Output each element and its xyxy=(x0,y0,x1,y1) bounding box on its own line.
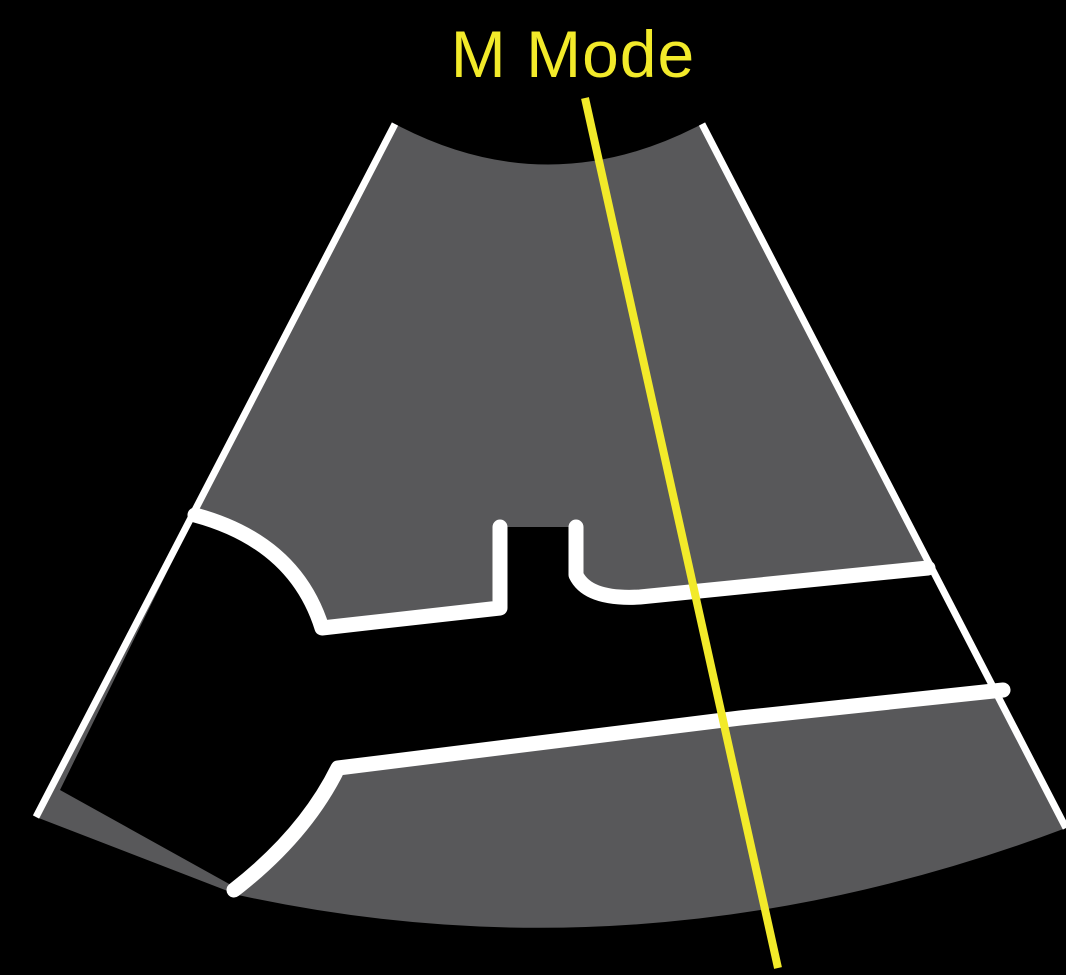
mmode-label: M Mode xyxy=(0,14,1066,94)
